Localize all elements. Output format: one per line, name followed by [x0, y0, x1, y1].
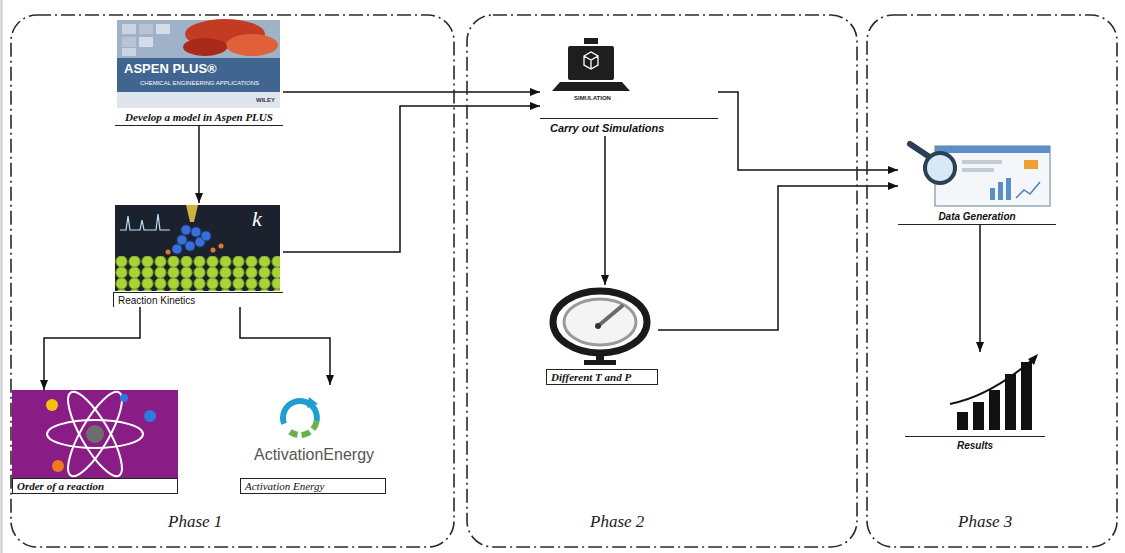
- process-step: Data Generation: [898, 138, 1056, 225]
- process-step: Different T and P: [546, 285, 658, 385]
- flow-arrow: [283, 91, 540, 93]
- flow-arrow: [604, 136, 606, 285]
- flow-arrow: [979, 225, 981, 352]
- bar-chart-icon: [950, 354, 1038, 430]
- atom-picture: [12, 385, 178, 482]
- flow-arrow: [658, 186, 898, 330]
- activation-icon: [278, 396, 322, 440]
- phase-panel: Phase 2 Carry out SimulationsDifferent T …: [466, 14, 858, 548]
- panel-outline: [10, 14, 455, 548]
- icon-caption: SIMULATION: [574, 95, 611, 101]
- panel-outline: [466, 14, 858, 548]
- flow-arrow: [718, 92, 898, 170]
- kinetics-picture: [115, 205, 280, 291]
- phase-panel: Phase 3 Data GenerationResults: [866, 14, 1118, 548]
- flow-arrow: [240, 307, 330, 385]
- data-monitor-icon: [910, 144, 1050, 206]
- process-step: Activation Energy: [240, 385, 386, 494]
- rate-symbol: k: [252, 206, 262, 232]
- step-caption: Order of a reaction: [12, 478, 178, 494]
- step-caption: Data Generation: [898, 210, 1056, 225]
- panel-outline: [866, 14, 1118, 548]
- phase-panel: Phase 1 Develop a model in Aspen PLUS Reac…: [10, 14, 455, 548]
- cover-title: ASPEN PLUS®: [124, 61, 217, 76]
- page-edge: [1, 0, 3, 553]
- step-caption: Results: [905, 436, 1045, 452]
- step-caption: Develop a model in Aspen PLUS: [115, 110, 283, 126]
- step-caption: Reaction Kinetics: [113, 292, 283, 307]
- cover-subtitle: CHEMICAL ENGINEERING APPLICATIONS: [140, 80, 259, 86]
- publisher-mark: WILEY: [256, 97, 275, 103]
- process-step: Results: [905, 352, 1045, 452]
- process-step: Order of a reaction: [12, 390, 178, 494]
- step-caption: Carry out Simulations: [540, 118, 718, 136]
- phase-label: Phase 3: [958, 512, 1012, 532]
- flow-arrow: [198, 126, 200, 203]
- icon-caption: ActivationEnergy: [254, 446, 374, 464]
- book-cover: [117, 19, 280, 108]
- step-caption: Different T and P: [546, 369, 658, 385]
- phase-label: Phase 1: [168, 512, 222, 532]
- flow-arrow: [44, 307, 140, 390]
- gauge-icon: [553, 291, 647, 365]
- step-caption: Activation Energy: [240, 478, 386, 494]
- phase-label: Phase 2: [590, 512, 644, 532]
- process-step: Carry out Simulations: [540, 30, 718, 136]
- laptop-icon: [552, 38, 630, 91]
- flow-arrow: [283, 106, 540, 252]
